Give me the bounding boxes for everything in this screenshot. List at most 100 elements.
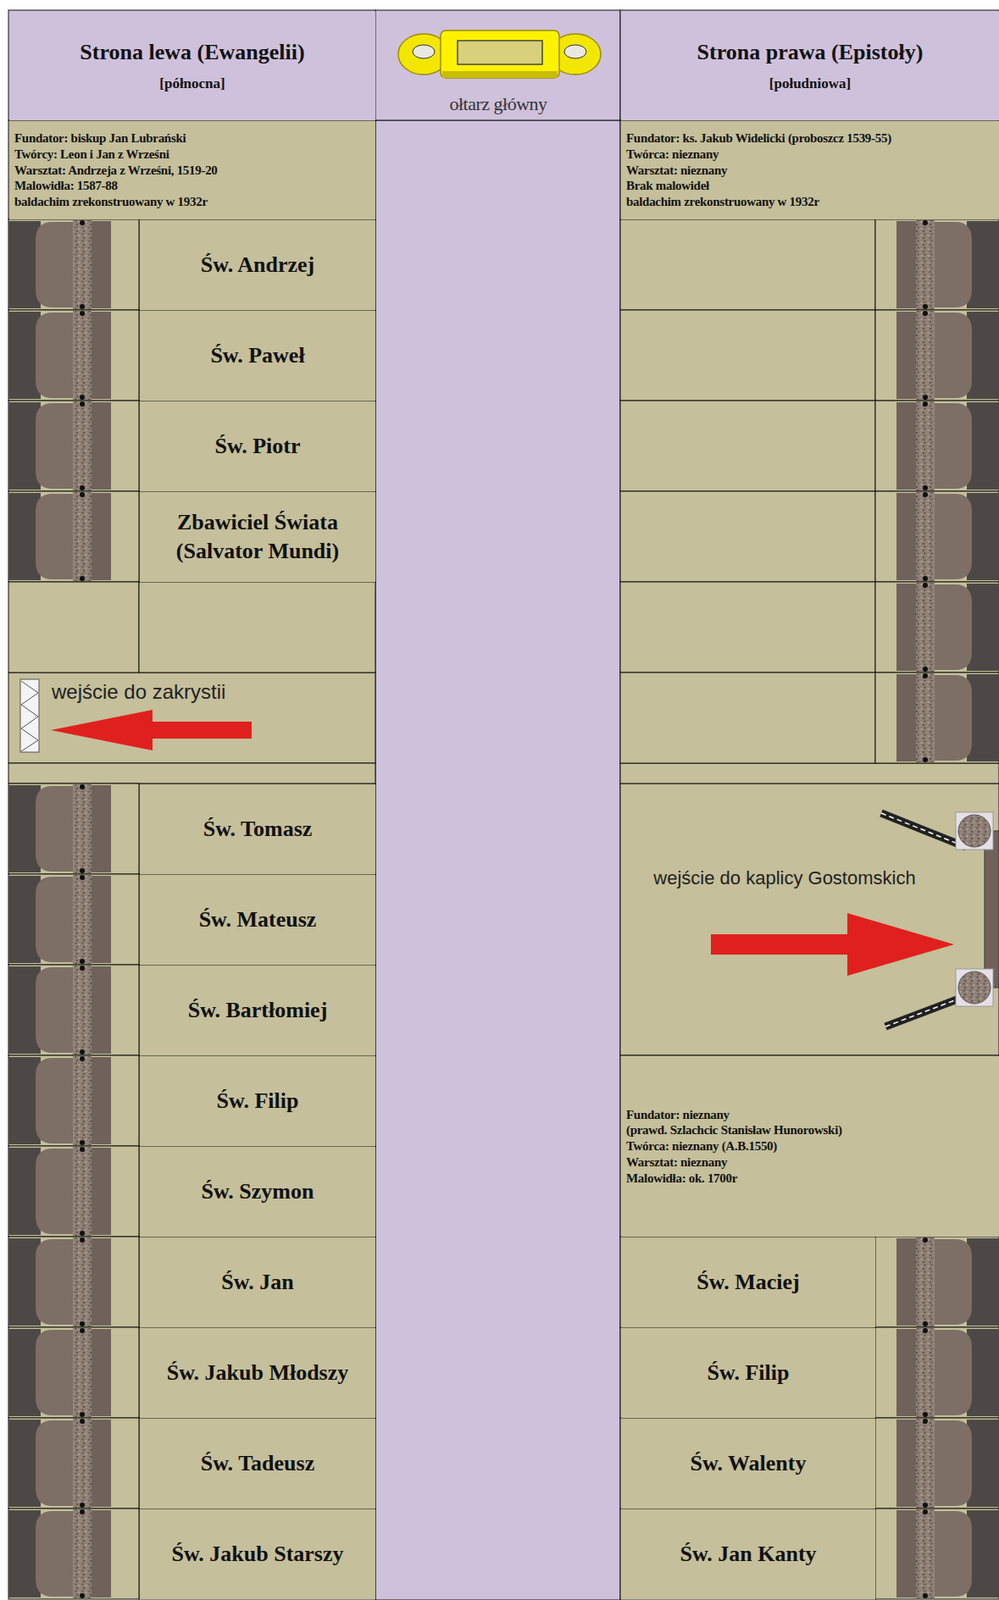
peg (922, 304, 928, 310)
seat-cell (8, 1237, 139, 1328)
stall-seat (8, 965, 111, 1055)
label-text: baldachim zrekonstruowany w 1932r (14, 194, 208, 211)
seat-shape (35, 786, 75, 872)
cell (138, 965, 376, 1056)
peg (79, 868, 85, 874)
armrest (915, 310, 935, 400)
seat-side (91, 966, 111, 1055)
seat-cell (8, 874, 139, 966)
stall-seat (896, 1328, 999, 1418)
cell (8, 120, 376, 220)
armrest (72, 1419, 92, 1509)
armrest (72, 875, 92, 965)
peg (922, 1419, 928, 1425)
pillar (958, 815, 991, 848)
name-cell: Św. Szymon (139, 1147, 376, 1238)
kap-cell: wejście do kaplicy Gostomskich (621, 784, 999, 1056)
seat-side (91, 1057, 111, 1145)
label-text: Św. Bartłomiej (188, 996, 328, 1026)
seat-shape (35, 222, 75, 308)
name-cell: Św. Jakub Starszy (139, 1509, 376, 1600)
peg (79, 576, 85, 582)
pillar (958, 971, 991, 1005)
armrest (915, 1237, 935, 1327)
cell (138, 1418, 376, 1510)
seat-shape (932, 493, 972, 580)
armrest (915, 492, 935, 582)
armrest (72, 310, 92, 400)
nave-column (375, 120, 621, 1600)
label-text: Św. Walenty (690, 1449, 807, 1479)
stall-seat (896, 673, 999, 763)
empty-cell (620, 672, 876, 764)
seat-shape (35, 1511, 75, 1598)
seat-shape (932, 584, 972, 671)
peg (922, 485, 928, 491)
pillar-base (955, 812, 994, 850)
peg (79, 485, 85, 491)
seat-side (896, 1329, 916, 1417)
empty-cell (620, 582, 876, 673)
seat-shape (35, 876, 75, 963)
peg (79, 1328, 85, 1334)
seat-shape (35, 493, 75, 580)
cell (138, 310, 376, 401)
seat-shape (932, 1420, 972, 1507)
seat-side (91, 785, 111, 873)
peg (922, 1503, 928, 1509)
armrest (72, 784, 92, 874)
empty-cell (620, 310, 876, 401)
label-text: Fundator: biskup Jan Lubrański (14, 130, 186, 147)
seat-shape (932, 403, 972, 489)
label-text: Św. Piotr (214, 432, 300, 461)
peg (79, 959, 85, 965)
seat-shape (35, 967, 75, 1054)
peg (79, 1056, 85, 1062)
stall-seat (8, 1056, 111, 1146)
armrest (72, 1147, 92, 1237)
label-text: Twórca: nieznany (626, 146, 719, 163)
seat-side (91, 1329, 111, 1417)
label-text: Św. Jan (221, 1268, 294, 1298)
name-cell: Św. Jan (139, 1237, 376, 1328)
cell (620, 783, 999, 1056)
peg (79, 1140, 85, 1146)
name-cell: Św. Tomasz (139, 784, 376, 875)
name-cell: Św. Andrzej (139, 220, 376, 311)
seat-shape (35, 1239, 75, 1326)
armrest (72, 965, 92, 1055)
label-text: baldachim zrekonstruowany w 1932r (626, 194, 820, 211)
armrest (72, 401, 92, 491)
seat-cell (875, 672, 999, 764)
name-cell: Św. Maciej (621, 1237, 876, 1328)
cell (8, 672, 376, 764)
seat-side (91, 876, 111, 964)
peg (922, 1593, 928, 1599)
peg (79, 1419, 85, 1425)
seat-shape (932, 312, 972, 399)
label-text: Św. Paweł (210, 341, 305, 371)
armrest (72, 220, 92, 310)
name-cell: Św. Bartłomiej (139, 965, 376, 1056)
altar-hole (412, 44, 435, 59)
seat-side (91, 1510, 111, 1599)
seat-shape (35, 1420, 75, 1507)
label-text: Brak malowideł (626, 177, 710, 195)
info-cell: Fundator: ks. Jakub Widelicki (proboszcz… (621, 121, 999, 220)
seat-cell (8, 783, 139, 875)
peg (922, 1321, 928, 1327)
seat-cell (8, 400, 139, 492)
direction-arrow (50, 710, 252, 751)
peg (79, 1237, 85, 1244)
stall-seat (8, 310, 111, 400)
peg (922, 394, 928, 400)
stall-seat (8, 1237, 111, 1327)
peg (79, 310, 85, 317)
label-text: Św. Szymon (201, 1177, 315, 1207)
peg (79, 784, 85, 790)
name-cell: Św. Paweł (139, 310, 376, 401)
cell (620, 1509, 876, 1600)
cell (620, 1055, 999, 1238)
armrest (72, 1328, 92, 1418)
